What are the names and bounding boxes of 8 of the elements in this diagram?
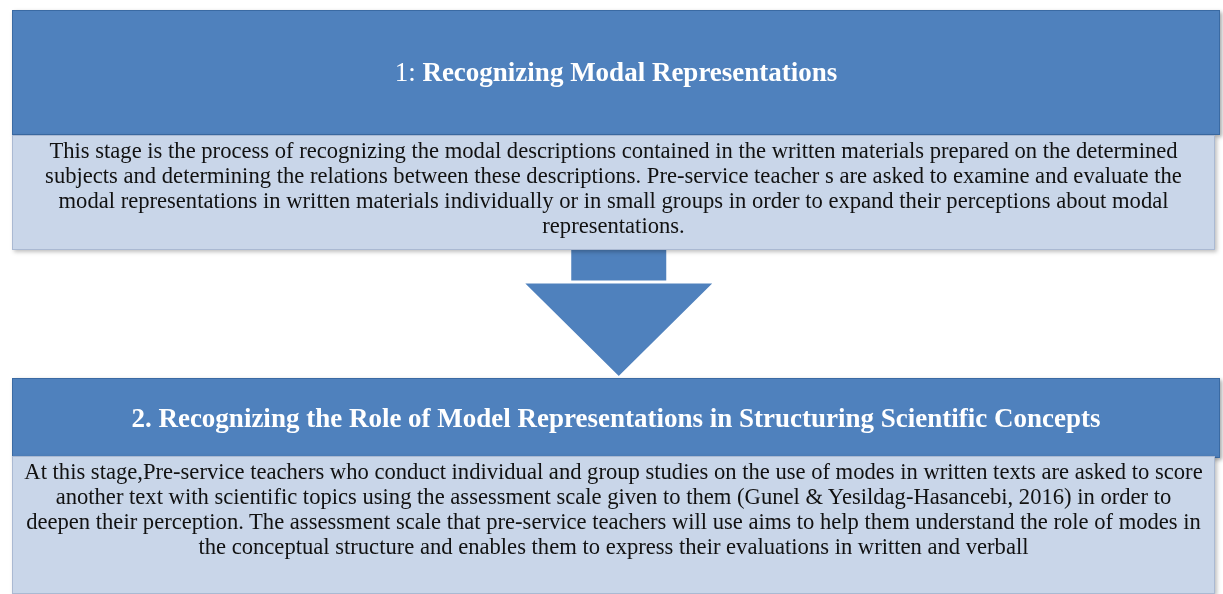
stage-description-box bbox=[12, 135, 1215, 250]
stage-header-box bbox=[12, 10, 1220, 135]
stage-title: 2. Recognizing the Role of Model Representations in Structuring Scientific Concepts bbox=[131, 402, 1101, 434]
stage-title: 1: Recognizing Modal Representations bbox=[394, 57, 838, 88]
stage-description: This stage is the process of recognizing the modal descriptions contained in the written materials prepared on the determined subjects and determining the relations between these descriptions. Pre-service teacher s are asked to examine and evaluate the modal representations in written materials individually or in small groups in order to expand their perceptions about modal representations. bbox=[44, 138, 1183, 238]
stage-description: At this stage,Pre-service teachers who conduct individual and group studies on the use of modes in written texts are asked to score another text with scientific topics using the assessment scale given to them (Gunel & Yesildag-Hasancebi, 2016) in order to deepen their perception. The assessment scale that pre-service teachers will use aims to help them understand the role of modes in the conceptual structure and enables them to express their evaluations in written and verball bbox=[23, 459, 1204, 559]
stage-description-box bbox=[12, 456, 1215, 594]
stage-header-box bbox=[12, 378, 1220, 458]
